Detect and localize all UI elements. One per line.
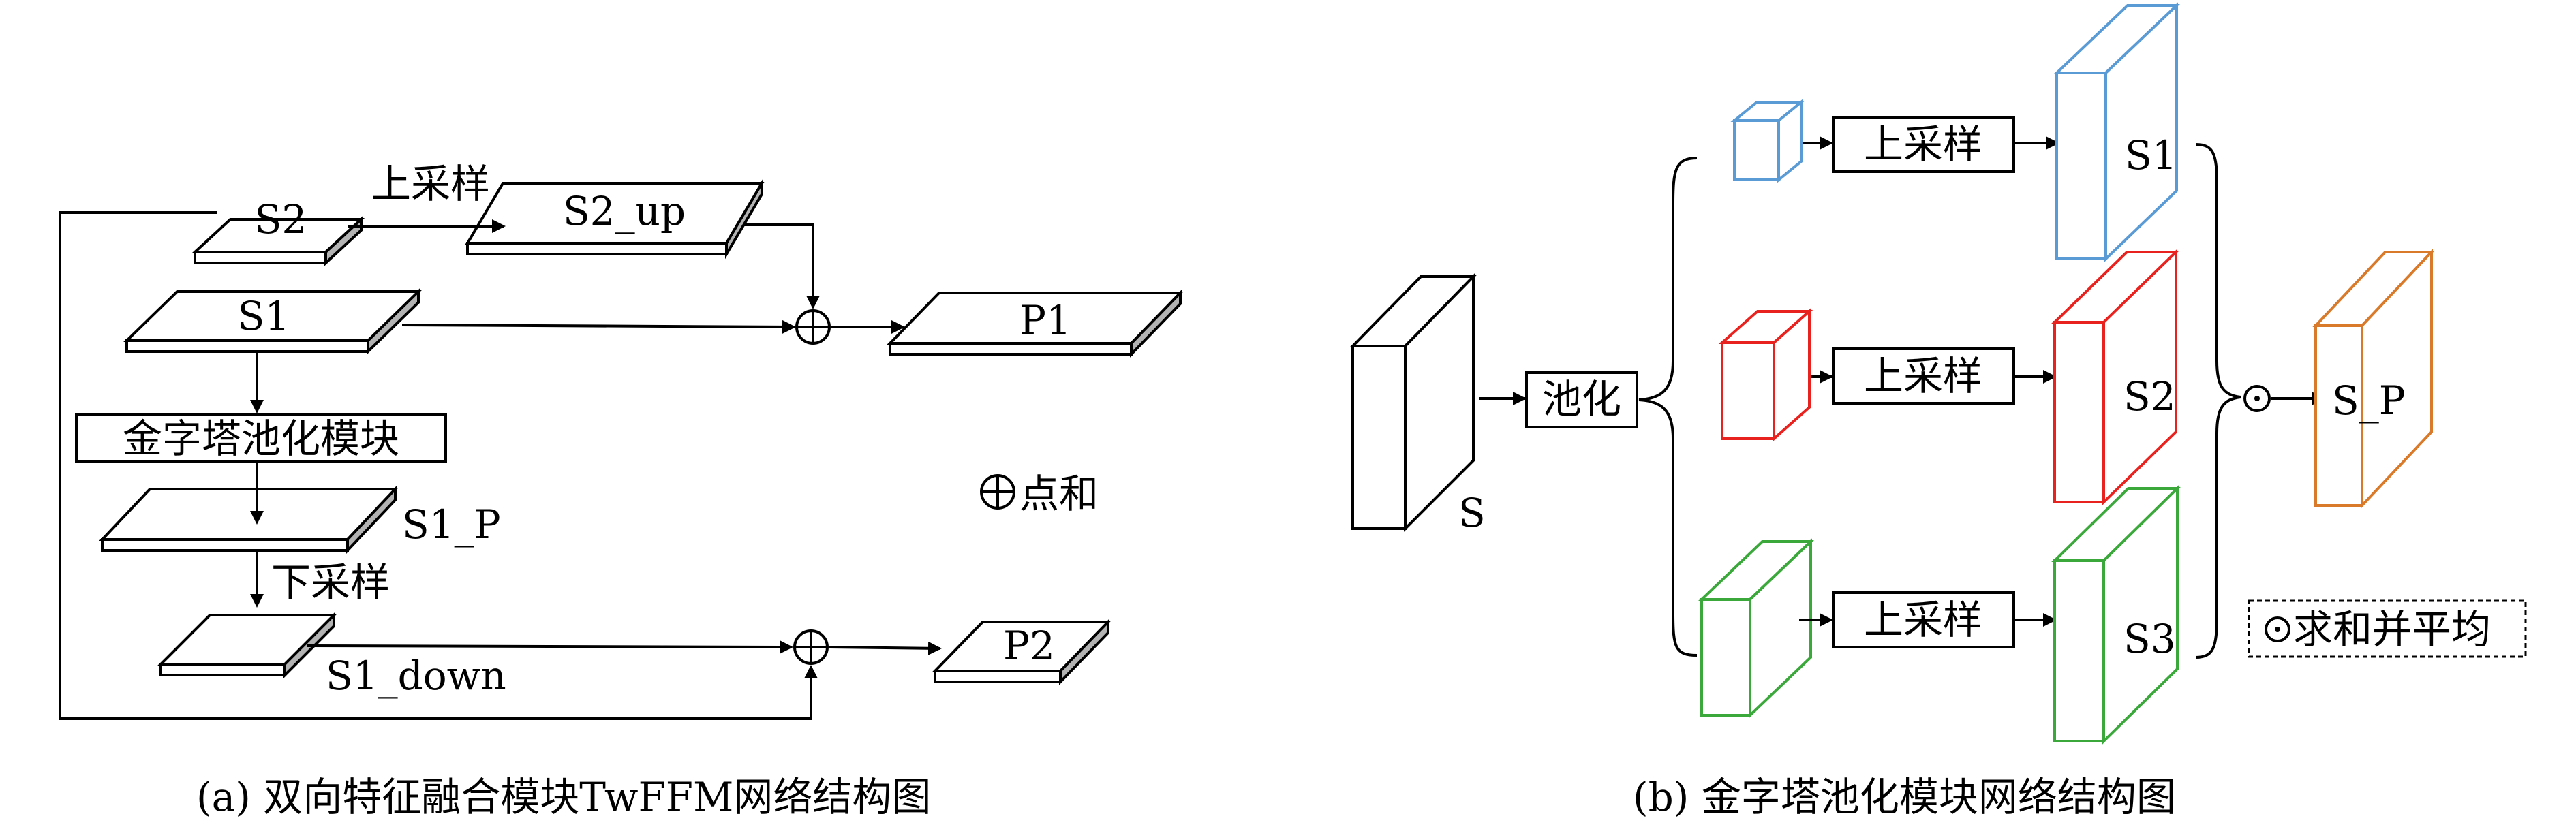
legend-sum-label: 点和: [1019, 471, 1099, 517]
branch-1-upsample-label: 上采样: [1864, 121, 1982, 168]
branch-1-output-block: [2053, 2, 2181, 262]
branch-3-upsample-box: [1832, 591, 2015, 648]
branch-3-small-cube: [1698, 538, 1814, 719]
arrow-s1down-to-sum: [306, 640, 793, 654]
sum-node-bottom: [793, 629, 829, 665]
pyramid-module-label: 金字塔池化模块: [123, 416, 399, 462]
avg-legend-box: [2248, 599, 2527, 658]
sp-output-label: S_P: [2332, 377, 2406, 424]
pyramid-module-box: [75, 413, 447, 463]
legend-odot-symbol: [2265, 616, 2290, 642]
s1-p-label: S1_P: [402, 501, 501, 548]
avg-legend-label: 求和并平均: [2293, 606, 2491, 653]
branch-2-upsample-box: [1832, 347, 2015, 405]
p2-slab: [932, 619, 1111, 685]
s1-down-label: S1_down: [326, 653, 506, 699]
s2-up-slab: [465, 178, 765, 260]
input-block-s: [1349, 273, 1477, 532]
pooling-label: 池化: [1542, 376, 1621, 422]
panel-b-caption: (b) 金字塔池化模块网络结构图: [1633, 774, 2176, 820]
average-node: [2243, 385, 2271, 412]
s2-slab: [191, 216, 365, 266]
arrow-s2-skip-to-sum: [59, 211, 818, 720]
panel-a-caption: (a) 双向特征融合模块TwFFM网络结构图: [196, 774, 931, 820]
legend-plus-symbol: [980, 474, 1015, 510]
branch-3-output-block: [2051, 485, 2181, 745]
branch-3-output-label: S3: [2123, 616, 2176, 662]
panel-a: [59, 178, 1184, 720]
p1-slab: [887, 290, 1184, 358]
panel-b: [1349, 2, 2527, 745]
panel-b-text: S 池化 上采样 上采样 上采样 S1 S2 S3 S_P 求和并平均 (b) …: [1458, 121, 2491, 820]
s2-label: S2: [255, 196, 307, 243]
sp-output-block: [2312, 248, 2435, 510]
branch-2-small-cube: [1718, 308, 1813, 442]
branch-1-output-label: S1: [2125, 132, 2177, 178]
branch-1-upsample-box: [1832, 116, 2015, 173]
branch-2-output-block: [2051, 249, 2179, 505]
merge-brace: [2195, 143, 2241, 659]
branch-brace: [1638, 157, 1698, 657]
sum-node-top: [795, 309, 831, 345]
p1-label: P1: [1019, 297, 1071, 343]
downsample-label: 下采样: [271, 559, 390, 606]
input-s-label: S: [1458, 490, 1486, 536]
branch-1-small-cube: [1730, 99, 1805, 183]
p2-label: P2: [1003, 623, 1055, 669]
upsample-label: 上采样: [371, 161, 490, 207]
branch-2-upsample-label: 上采样: [1864, 353, 1982, 399]
s2-up-label: S2_up: [563, 188, 686, 234]
branch-2-output-label: S2: [2123, 373, 2176, 420]
branch-3-upsample-label: 上采样: [1864, 597, 1982, 643]
s1-slab: [123, 288, 422, 355]
panel-a-text: S2 上采样 S2_up S1 P1 金字塔池化模块 S1_P 下采样 S1_d…: [123, 161, 1099, 820]
s1-p-slab: [99, 485, 399, 554]
pooling-box: [1525, 371, 1638, 428]
arrow-s1-to-sum: [401, 319, 796, 334]
arrow-sum-to-p2: [829, 641, 942, 655]
arrow-s2up-to-sum: [743, 223, 820, 309]
s1-label: S1: [238, 293, 290, 339]
